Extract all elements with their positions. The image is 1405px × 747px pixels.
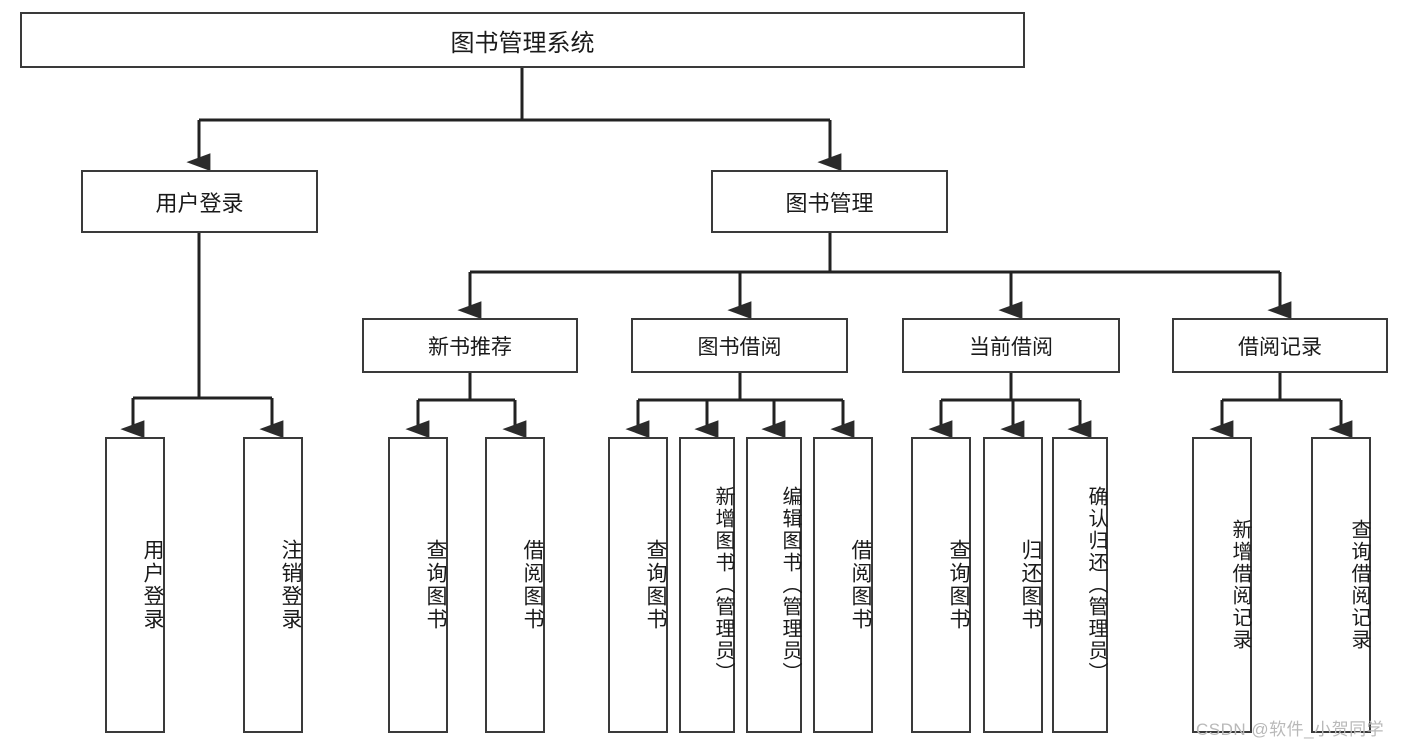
node-book-borrow[interactable]: 图书借阅 <box>631 318 848 373</box>
node-current-borrow-label: 当前借阅 <box>969 335 1053 359</box>
node-leaf-user-login[interactable]: 用户登录 <box>105 437 165 733</box>
node-user-login[interactable]: 用户登录 <box>81 170 318 233</box>
node-leaf-query-book-3-label: 查询图书 <box>947 539 970 631</box>
node-book-manage[interactable]: 图书管理 <box>711 170 948 233</box>
node-leaf-add-record-label: 新增借阅记录 <box>1229 519 1251 651</box>
node-leaf-user-login-label: 用户登录 <box>141 539 164 631</box>
node-leaf-query-record-label: 查询借阅记录 <box>1348 519 1370 651</box>
node-leaf-logout-label: 注销登录 <box>279 539 302 631</box>
node-borrow-record[interactable]: 借阅记录 <box>1172 318 1388 373</box>
csdn-watermark: CSDN @软件_小贺同学 <box>1196 720 1385 739</box>
node-borrow-record-label: 借阅记录 <box>1238 335 1322 359</box>
node-leaf-add-book[interactable]: 新增图书（管理员） <box>679 437 735 733</box>
node-leaf-confirm-return[interactable]: 确认归还（管理员） <box>1052 437 1108 733</box>
node-leaf-add-record[interactable]: 新增借阅记录 <box>1192 437 1252 733</box>
node-root-label: 图书管理系统 <box>450 29 595 57</box>
node-leaf-query-record[interactable]: 查询借阅记录 <box>1311 437 1371 733</box>
node-new-book-recommend[interactable]: 新书推荐 <box>362 318 578 373</box>
node-leaf-return-book[interactable]: 归还图书 <box>983 437 1043 733</box>
node-leaf-borrow-book-2[interactable]: 借阅图书 <box>813 437 873 733</box>
node-leaf-borrow-book-1[interactable]: 借阅图书 <box>485 437 545 733</box>
node-leaf-query-book-3[interactable]: 查询图书 <box>911 437 971 733</box>
node-leaf-query-book-2-label: 查询图书 <box>644 539 667 631</box>
node-leaf-borrow-book-1-label: 借阅图书 <box>521 539 544 631</box>
node-leaf-query-book-2[interactable]: 查询图书 <box>608 437 668 733</box>
node-leaf-query-book-1[interactable]: 查询图书 <box>388 437 448 733</box>
node-book-manage-label: 图书管理 <box>785 190 874 216</box>
node-user-login-label: 用户登录 <box>155 190 244 216</box>
node-leaf-edit-book[interactable]: 编辑图书（管理员） <box>746 437 802 733</box>
node-book-borrow-label: 图书借阅 <box>697 335 782 359</box>
node-leaf-add-book-label: 新增图书（管理员） <box>712 486 734 684</box>
node-leaf-confirm-return-label: 确认归还（管理员） <box>1085 486 1107 684</box>
node-leaf-logout[interactable]: 注销登录 <box>243 437 303 733</box>
node-leaf-return-book-label: 归还图书 <box>1019 539 1042 631</box>
node-leaf-query-book-1-label: 查询图书 <box>424 539 447 631</box>
node-leaf-borrow-book-2-label: 借阅图书 <box>849 539 872 631</box>
node-new-book-recommend-label: 新书推荐 <box>428 335 512 359</box>
node-root[interactable]: 图书管理系统 <box>20 12 1025 68</box>
node-current-borrow[interactable]: 当前借阅 <box>902 318 1120 373</box>
node-leaf-edit-book-label: 编辑图书（管理员） <box>779 486 801 684</box>
